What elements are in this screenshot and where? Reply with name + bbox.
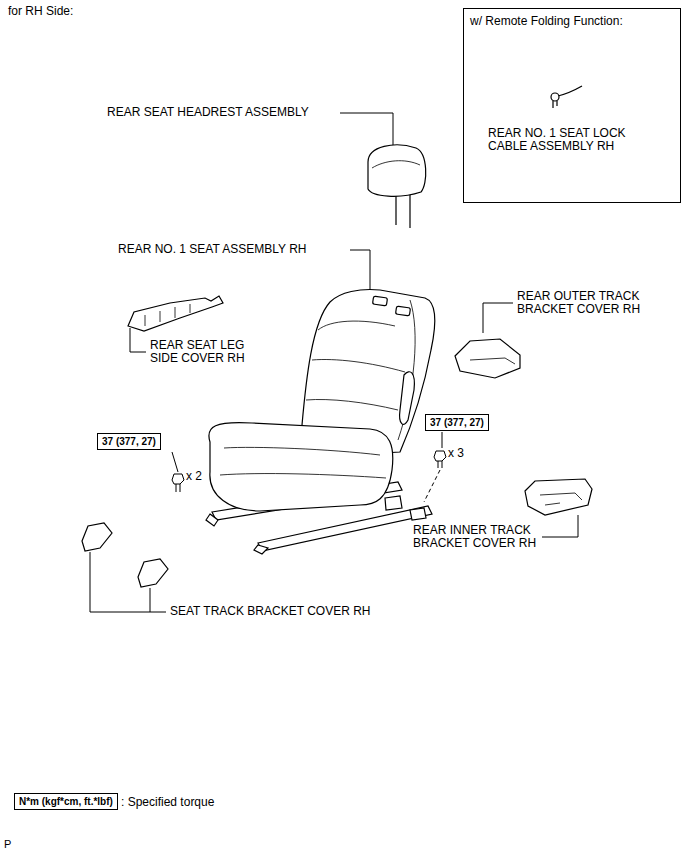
leader-line [150,588,151,612]
label-holder: REAR INNER TRACK BRACKET COVER RH [413,524,547,550]
lock-cable [558,86,582,96]
quantity: x 3 [448,447,464,460]
headrest-seam [372,161,420,168]
fold-button [396,306,411,316]
fold-button [373,296,388,306]
seat-foot [206,514,268,554]
variant-panel: w/ Remote Folding Function: REAR NO. 1 SE… [463,8,681,203]
part-name: REAR INNER TRACK BRACKET COVER RH [413,524,547,550]
seat-foot [385,496,426,520]
label-holder: x 2 [186,470,202,483]
label-holder: : Specified torque [121,796,214,809]
bolt [434,451,446,468]
part-name: REAR OUTER TRACK BRACKET COVER RH [517,290,651,316]
part-name: REAR NO. 1 SEAT LOCK CABLE ASSEMBLY RH [488,127,638,153]
seat-track-bracket-cover [82,523,112,551]
seat-cushion [209,423,393,511]
inner-track-bracket-cover [525,479,592,515]
label-holder: SEAT TRACK BRACKET COVER RH [170,605,371,618]
part-name: SEAT TRACK BRACKET COVER RH [170,605,371,618]
part-name: REAR NO. 1 SEAT ASSEMBLY RH [118,243,307,256]
outer-track-bracket-cover-edge [470,358,515,364]
leader-line [542,515,578,537]
leader-line [350,250,370,290]
headrest [368,145,426,196]
seat-back-seam [306,360,405,411]
inner-track-bracket-cover-edge [540,493,582,505]
leg-side-cover-rib [145,304,190,326]
torque-value: 37 (377, 27) [430,416,484,429]
outer-track-bracket-cover [455,339,520,378]
leader-line [172,452,178,472]
page-mark: P [4,838,11,851]
leg-side-cover [128,296,223,331]
torque-box: 37 (377, 27) [97,433,161,450]
torque-box: 37 (377, 27) [425,414,489,431]
seat-back-bolster [318,300,415,440]
lock-cable-hook [553,101,557,108]
label-holder: REAR OUTER TRACK BRACKET COVER RH [517,290,651,316]
label-holder: for RH Side: [8,5,73,18]
part-name: for RH Side: [8,5,73,18]
seat-track-bracket-cover [138,559,168,587]
lock-cable-end [551,93,559,101]
part-name: : Specified torque [121,796,214,809]
label-holder: REAR SEAT HEADREST ASSEMBLY [107,106,309,119]
torque-box: N*m (kgf*cm, ft.*lbf) [14,793,118,810]
torque-value: 37 (377, 27) [102,435,156,448]
label-holder: REAR SEAT LEG SIDE COVER RH [150,339,254,365]
part-name: REAR SEAT LEG SIDE COVER RH [150,339,254,365]
label-holder: REAR NO. 1 SEAT ASSEMBLY RH [118,243,307,256]
bolt [172,474,184,492]
part-name: REAR SEAT HEADREST ASSEMBLY [107,106,309,119]
bolt-axis [424,470,440,502]
panel-heading: w/ Remote Folding Function: [470,15,676,28]
leader-line [442,432,443,448]
quantity: x 2 [186,470,202,483]
cushion-seam [220,447,386,478]
seat-rail [258,506,432,551]
leader-line [340,113,393,146]
label-holder: x 3 [448,447,464,460]
leader-line [130,328,146,352]
leader-line [483,303,513,333]
side-trim [400,372,415,425]
label-holder: P [4,838,11,851]
torque-value: N*m (kgf*cm, ft.*lbf) [19,795,113,808]
